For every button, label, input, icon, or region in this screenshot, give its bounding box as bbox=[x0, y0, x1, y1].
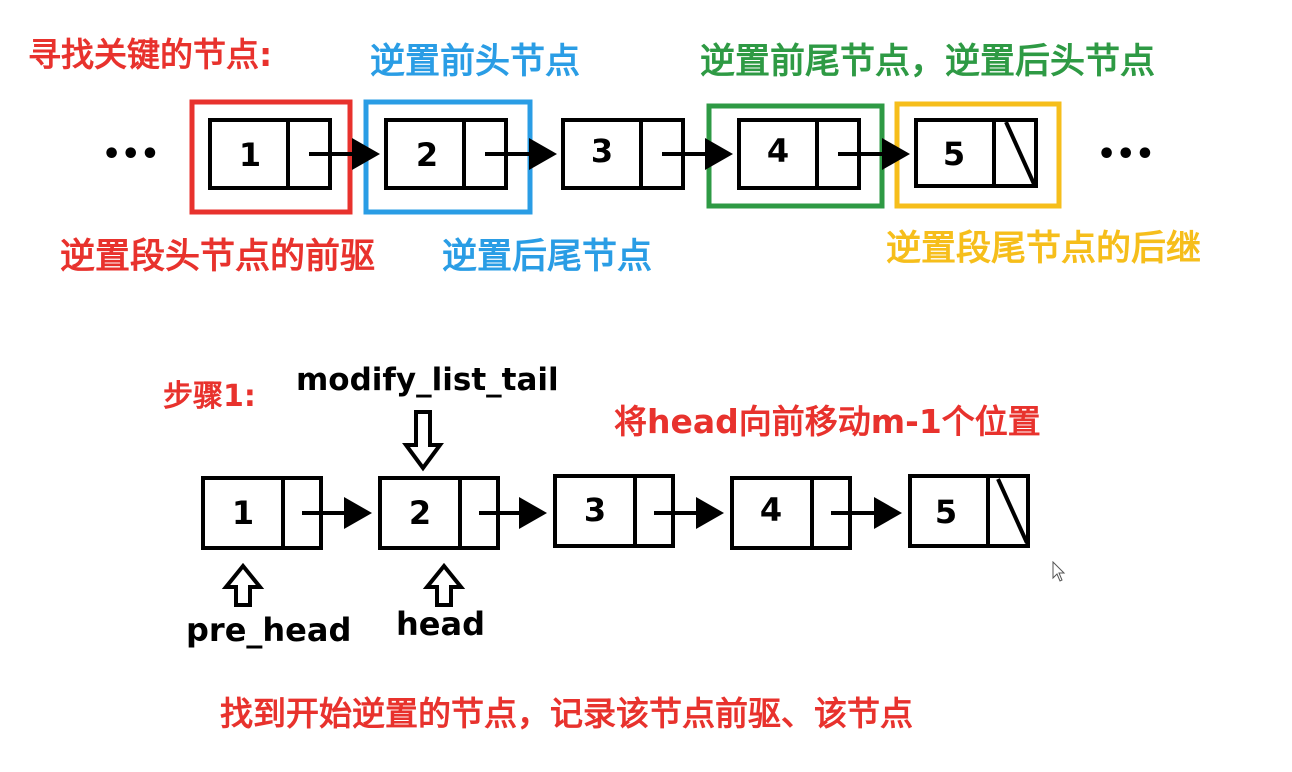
pre-head-up-arrow-icon bbox=[221, 562, 265, 607]
bottom-caption: 找到开始逆置的节点，记录该节点前驱、该节点 bbox=[220, 694, 913, 733]
bottom-node-4: 4 bbox=[730, 476, 852, 550]
top-title: 寻找关键的节点: bbox=[28, 35, 273, 74]
null-pointer-mark bbox=[1004, 121, 1036, 185]
top-node-1-value: 1 bbox=[239, 136, 261, 174]
top-node-5: 5 bbox=[914, 118, 1038, 188]
label-reverse-front-tail-back-head: 逆置前尾节点，逆置后头节点 bbox=[700, 42, 1156, 82]
step-label: 步骤1: bbox=[163, 379, 256, 414]
top-node-2-value: 2 bbox=[416, 136, 438, 174]
label-segment-tail-successor: 逆置段尾节点的后继 bbox=[886, 229, 1202, 269]
ellipsis-left: ••• bbox=[102, 137, 160, 172]
label-segment-head-predecessor: 逆置段头节点的前驱 bbox=[60, 237, 376, 277]
label-reverse-back-tail: 逆置后尾节点 bbox=[442, 237, 653, 277]
head-up-arrow-icon bbox=[422, 562, 466, 607]
mouse-cursor-icon bbox=[1052, 561, 1066, 582]
bottom-node-1-value: 1 bbox=[232, 494, 254, 532]
top-node-4-value: 4 bbox=[767, 132, 789, 170]
label-reverse-front-head: 逆置前头节点 bbox=[370, 42, 581, 82]
head-label: head bbox=[396, 605, 485, 643]
pre-head-label: pre_head bbox=[186, 611, 352, 649]
step-note: 将head向前移动m-1个位置 bbox=[614, 402, 1041, 441]
ellipsis-right: ••• bbox=[1097, 137, 1155, 172]
top-node-3-value: 3 bbox=[591, 132, 613, 170]
top-node-5-value: 5 bbox=[943, 135, 965, 173]
modify-list-tail-label: modify_list_tail bbox=[296, 362, 559, 398]
bottom-node-4-value: 4 bbox=[760, 491, 782, 529]
null-pointer-mark bbox=[996, 478, 1029, 544]
top-node-1: 1 bbox=[208, 118, 332, 190]
bottom-node-5: 5 bbox=[908, 474, 1030, 548]
bottom-node-2-value: 2 bbox=[409, 494, 431, 532]
top-node-4: 4 bbox=[737, 118, 861, 190]
highlight-frame-red bbox=[189, 99, 353, 215]
bottom-node-1: 1 bbox=[201, 476, 323, 550]
bottom-node-3-value: 3 bbox=[584, 491, 606, 529]
modify-list-tail-down-arrow-icon bbox=[402, 410, 444, 472]
bottom-node-5-value: 5 bbox=[935, 493, 957, 531]
